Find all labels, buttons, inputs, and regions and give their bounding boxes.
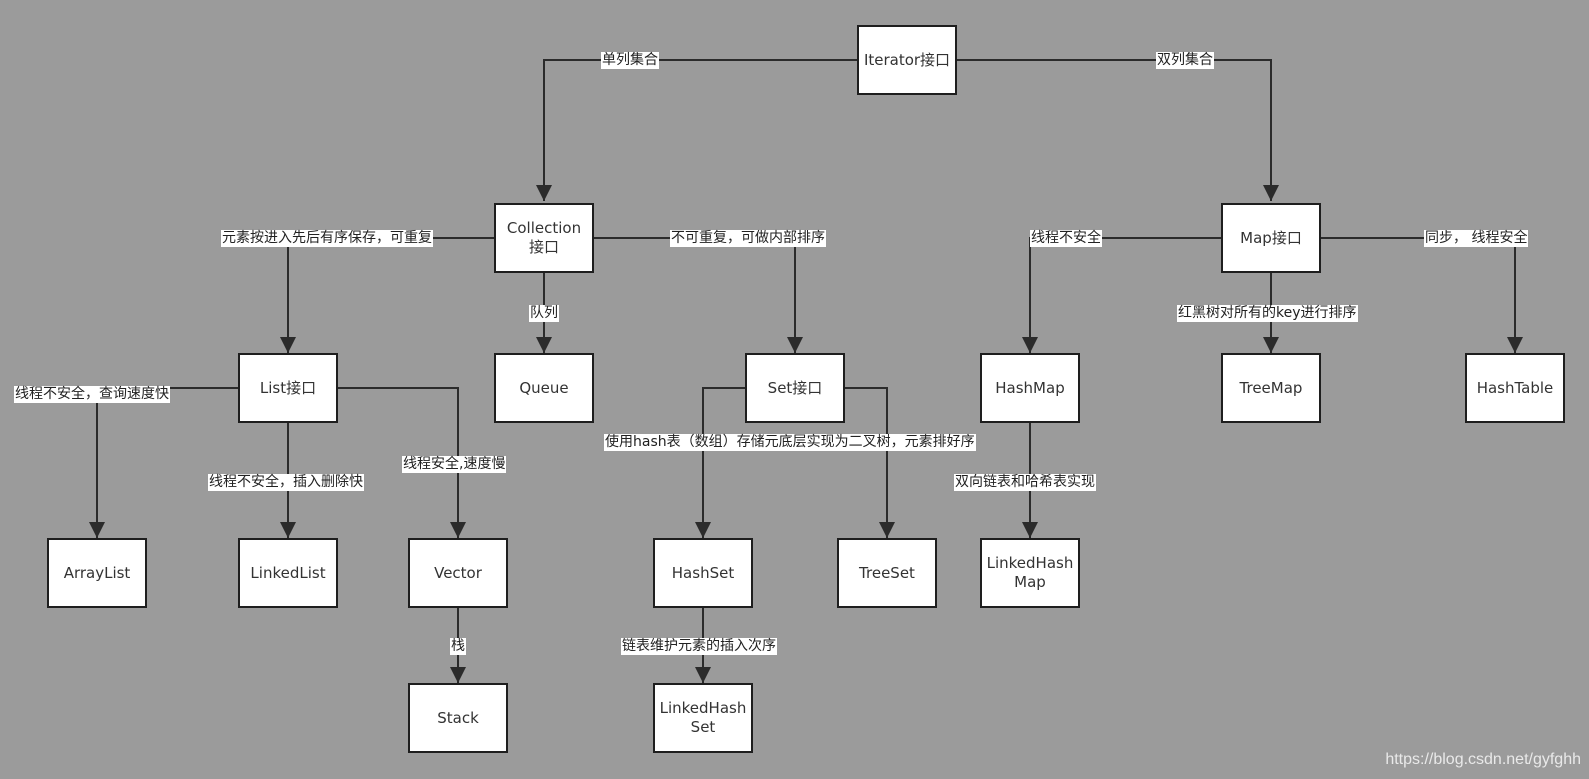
edge-list-vector: [338, 387, 466, 538]
label-linkedlist-desc: 线程不安全，插入删除快: [208, 474, 364, 491]
edge-collection-set: [594, 237, 803, 353]
label-stack-desc: 栈: [450, 638, 466, 655]
label-treemap-desc: 红黑树对所有的key进行排序: [1177, 305, 1358, 322]
node-hashset[interactable]: HashSet: [653, 538, 753, 608]
label-hashmap-desc: 线程不安全: [1030, 230, 1102, 247]
node-map[interactable]: Map接口: [1221, 203, 1321, 273]
node-treemap[interactable]: TreeMap: [1221, 353, 1321, 423]
label-double-collection: 双列集合: [1156, 52, 1214, 69]
edge-map-hashtable: [1321, 237, 1523, 353]
node-stack[interactable]: Stack: [408, 683, 508, 753]
label-list-desc: 元素按进入先后有序保存，可重复: [221, 230, 433, 247]
edge-collection-list: [280, 237, 494, 353]
node-hashtable[interactable]: HashTable: [1465, 353, 1565, 423]
label-single-collection: 单列集合: [601, 52, 659, 69]
node-linkedhashmap[interactable]: LinkedHashMap: [980, 538, 1080, 608]
label-linkedhashset-desc: 链表维护元素的插入次序: [621, 638, 777, 655]
node-hashmap[interactable]: HashMap: [980, 353, 1080, 423]
edge-iterator-map: [957, 59, 1279, 201]
node-treeset[interactable]: TreeSet: [837, 538, 937, 608]
node-iterator[interactable]: Iterator接口: [857, 25, 957, 95]
label-queue-desc: 队列: [529, 305, 559, 322]
edge-map-hashmap: [1022, 237, 1221, 353]
node-arraylist[interactable]: ArrayList: [47, 538, 147, 608]
node-list[interactable]: List接口: [238, 353, 338, 423]
label-linkedhashmap-desc: 双向链表和哈希表实现: [954, 474, 1096, 491]
node-queue[interactable]: Queue: [494, 353, 594, 423]
node-linkedhashset[interactable]: LinkedHashSet: [653, 683, 753, 753]
node-linkedlist[interactable]: LinkedList: [238, 538, 338, 608]
edge-list-arraylist: [89, 387, 238, 538]
label-hashtable-desc: 同步， 线程安全: [1424, 230, 1529, 247]
watermark-url: https://blog.csdn.net/gyfghh: [1385, 751, 1581, 768]
edge-iterator-collection: [536, 59, 857, 201]
label-arraylist-desc: 线程不安全，查询速度快: [14, 386, 170, 403]
label-hashset-treeset-desc: 使用hash表（数组）存储元底层实现为二叉树，元素排好序: [604, 434, 976, 451]
edge-set-hashset: [695, 387, 745, 538]
node-set[interactable]: Set接口: [745, 353, 845, 423]
label-vector-desc: 线程安全,速度慢: [402, 456, 507, 473]
node-collection[interactable]: Collection接口: [494, 203, 594, 273]
edge-set-treeset: [845, 387, 895, 538]
node-vector[interactable]: Vector: [408, 538, 508, 608]
label-set-desc: 不可重复，可做内部排序: [670, 230, 826, 247]
